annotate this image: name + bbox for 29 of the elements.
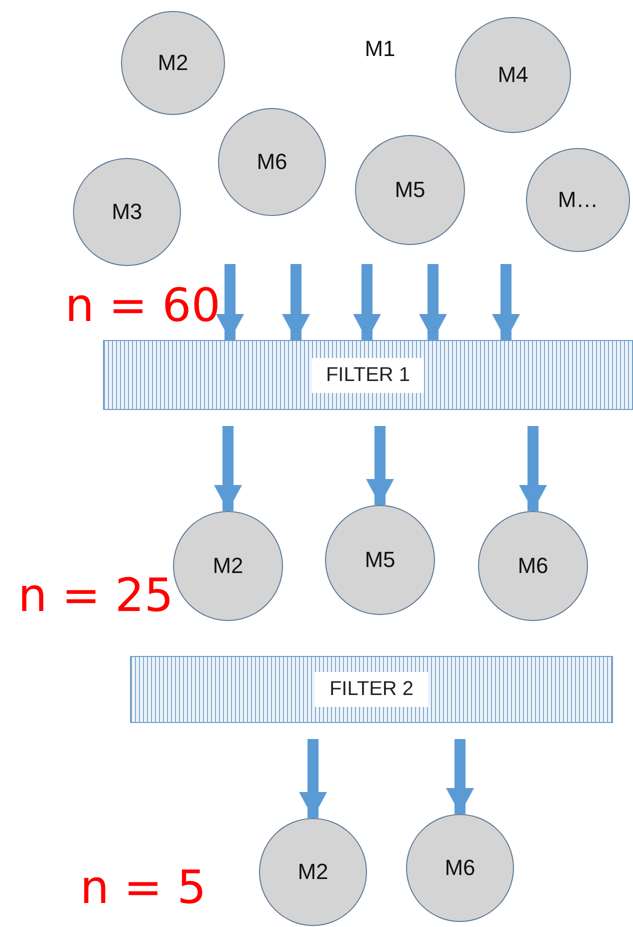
arrow xyxy=(419,264,447,340)
node-label: M… xyxy=(558,187,598,213)
arrow xyxy=(214,426,242,511)
arrow xyxy=(492,264,520,340)
node-label: M4 xyxy=(498,62,528,88)
arrow xyxy=(282,264,310,340)
filter-band xyxy=(130,656,613,723)
node-label: M6 xyxy=(518,553,548,579)
node-label: M5 xyxy=(394,177,426,203)
filter-label: FILTER 2 xyxy=(315,672,428,707)
arrow xyxy=(216,264,244,340)
node-label: M5 xyxy=(364,547,396,573)
arrow xyxy=(353,264,381,340)
node-label: M6 xyxy=(256,149,288,175)
arrow xyxy=(519,426,547,511)
arrow xyxy=(366,426,394,505)
node-label: M2 xyxy=(158,50,188,76)
node-label: M1 xyxy=(364,36,396,61)
count-label: n = 60 xyxy=(65,278,220,332)
arrow xyxy=(299,739,327,818)
node-label: M6 xyxy=(444,855,476,881)
filter-band xyxy=(103,340,633,410)
node-label: M2 xyxy=(298,859,328,885)
filter-label: FILTER 1 xyxy=(312,358,424,392)
arrow xyxy=(446,739,474,814)
count-label: n = 25 xyxy=(18,568,174,622)
node-label: M3 xyxy=(112,199,142,225)
count-label: n = 5 xyxy=(80,860,206,914)
node-label: M2 xyxy=(212,553,244,579)
